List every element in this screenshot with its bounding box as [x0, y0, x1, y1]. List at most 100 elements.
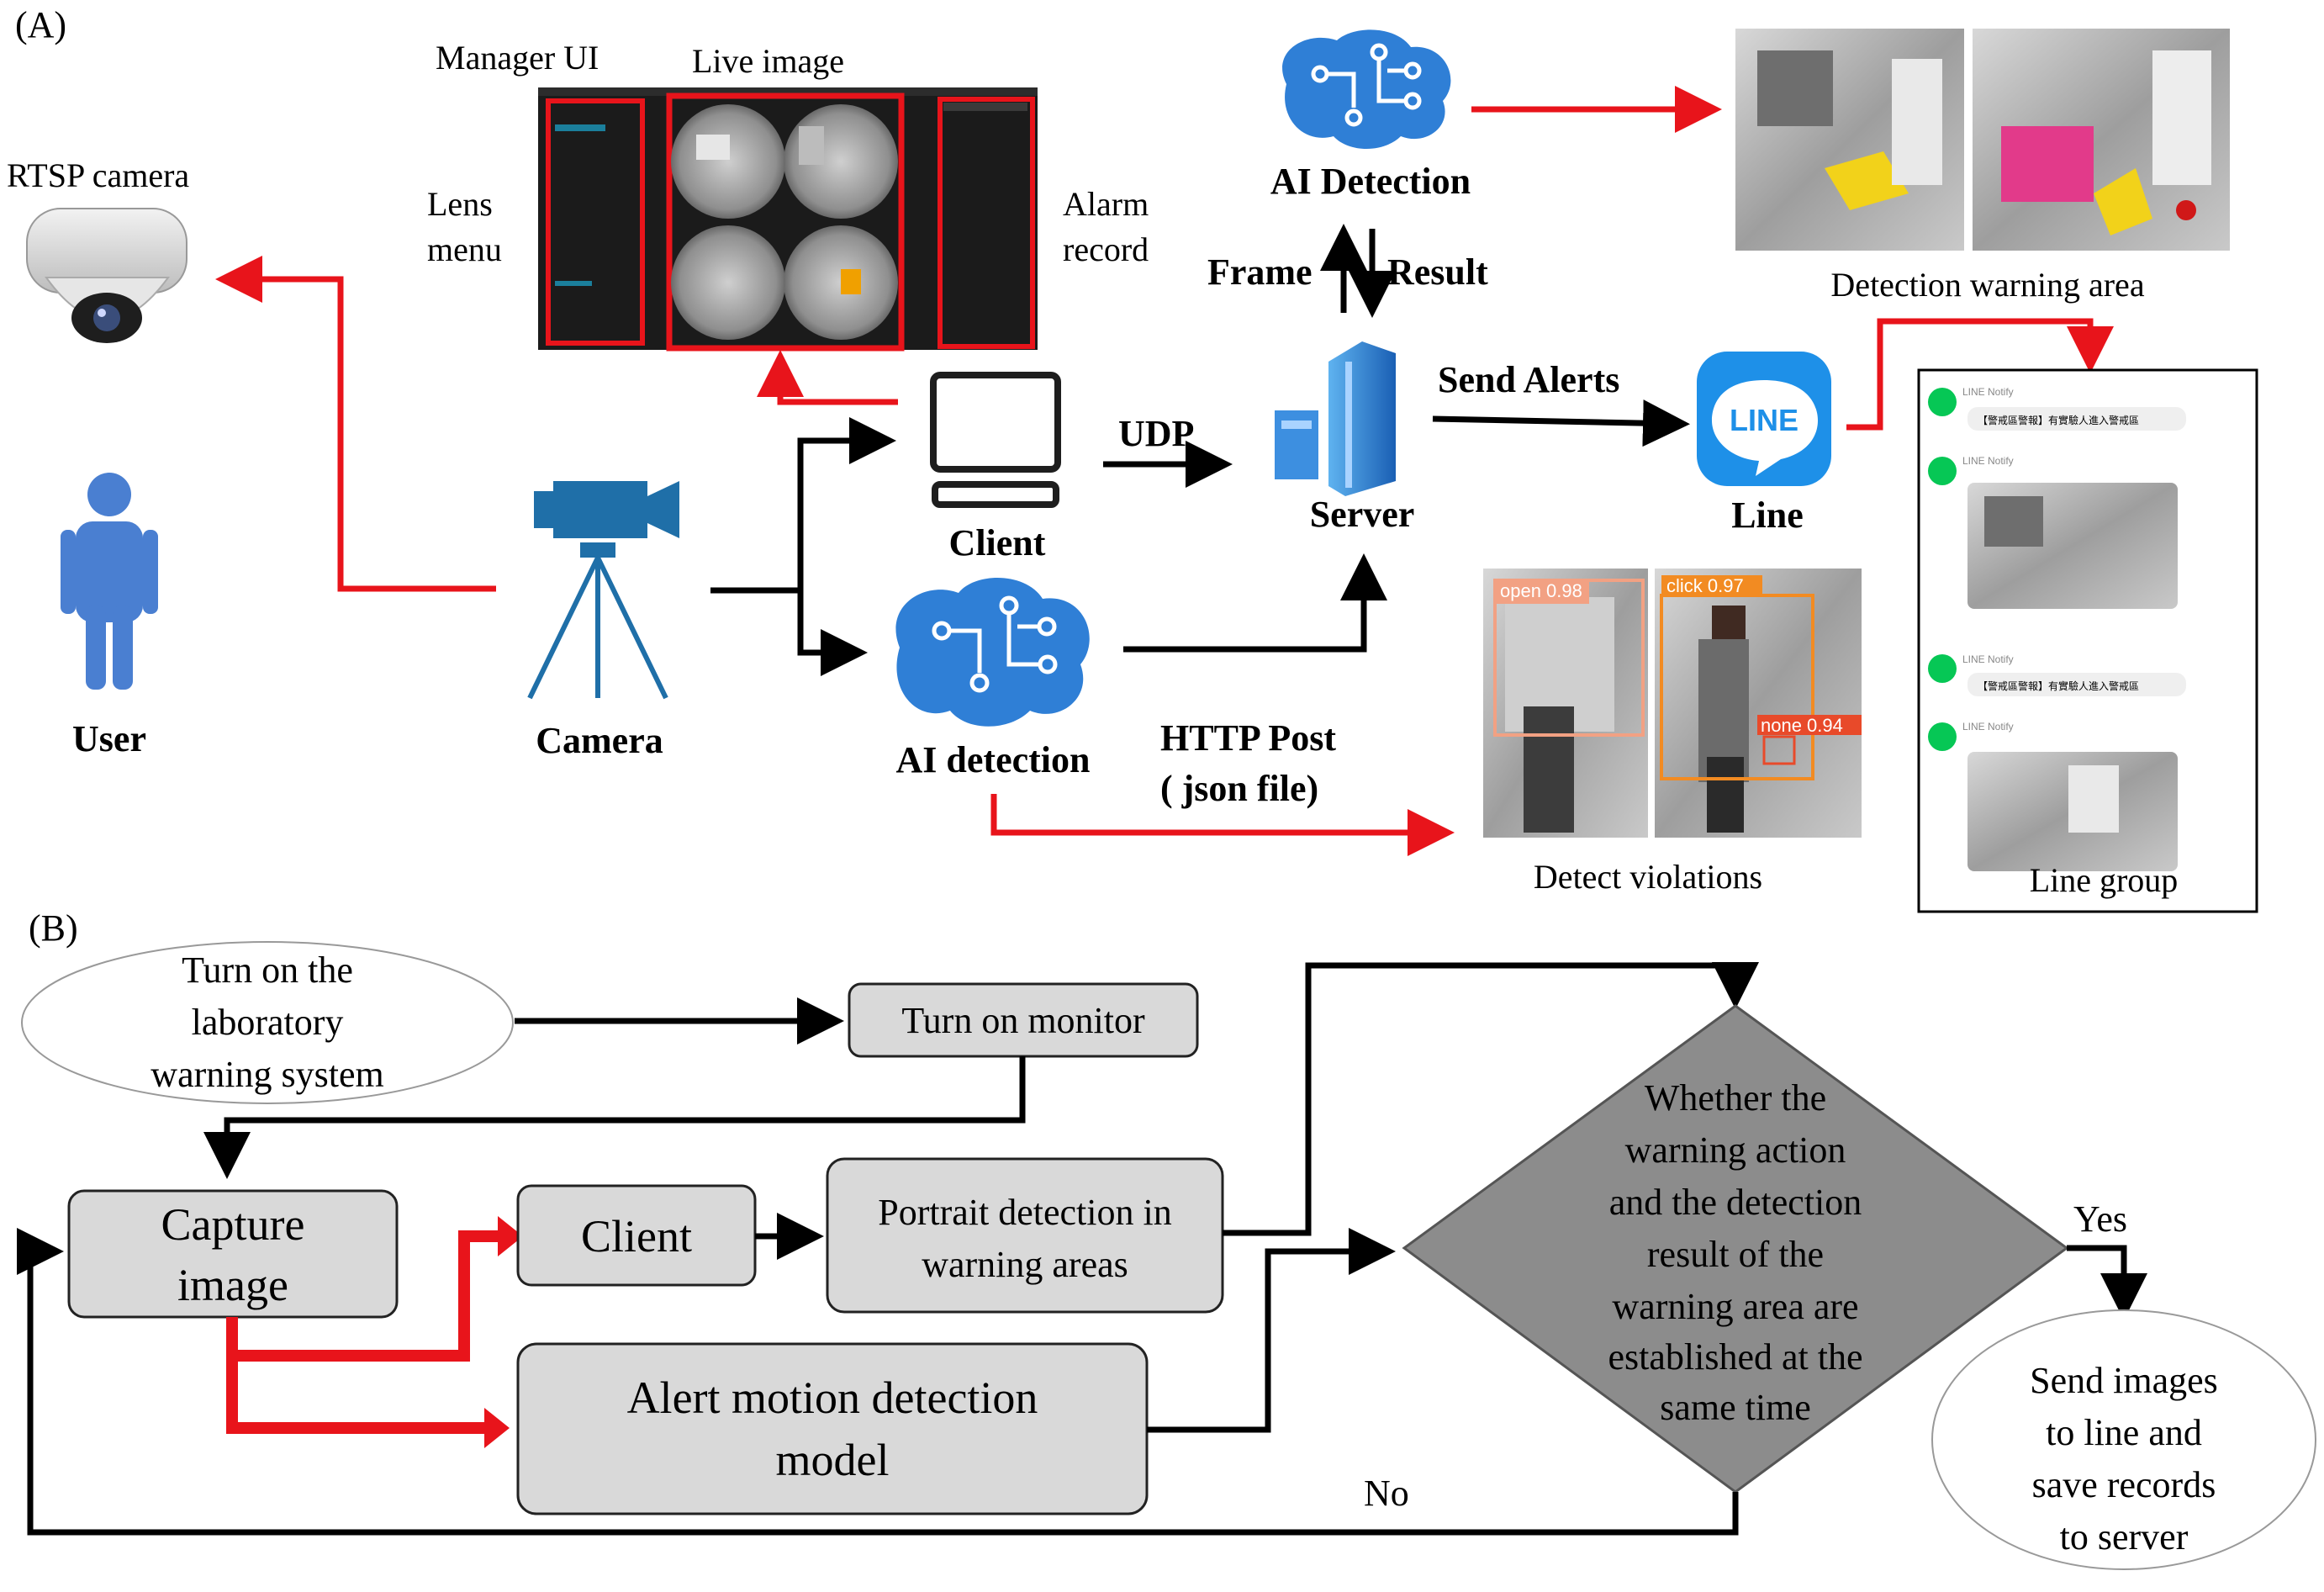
capture-to-alert-arrow	[226, 1356, 488, 1434]
panel-b-label: (B)	[29, 907, 78, 949]
line-to-group-arrow	[1846, 318, 2114, 431]
detect-violations-label: Detect violations	[1534, 858, 1762, 896]
line-message-1: 【警戒區警報】有實驗人進入警戒區	[1978, 414, 2139, 426]
lens-menu-box	[546, 98, 645, 346]
yes-label: Yes	[2073, 1198, 2127, 1240]
manager-ui-screenshot	[538, 87, 1038, 352]
monitor-to-capture-arrow	[203, 1056, 1026, 1179]
line-notify-3: LINE Notify	[1962, 653, 2014, 665]
line-group-label: Line group	[2030, 861, 2179, 899]
decision-text-7: same time	[1660, 1387, 1811, 1428]
alarm-record-box	[938, 97, 1035, 349]
end-text-2: to line and	[2046, 1412, 2202, 1453]
manager-ui-label: Manager UI	[436, 39, 599, 77]
portrait-detection-box	[826, 1157, 1224, 1314]
alarm-record-label-1: Alarm	[1063, 185, 1149, 223]
dome-camera-icon	[26, 208, 188, 343]
udp-label: UDP	[1118, 413, 1194, 454]
alert-to-decision-arrow	[1147, 1228, 1396, 1433]
lens-menu-label-2: menu	[427, 230, 502, 268]
start-text-3: warning system	[151, 1054, 383, 1095]
bell-icon	[1928, 457, 1957, 485]
decision-text-5: warning area are	[1612, 1286, 1858, 1327]
turn-on-monitor-text: Turn on monitor	[901, 1000, 1145, 1041]
start-text-1: Turn on the	[182, 949, 353, 991]
send-alerts-label: Send Alerts	[1438, 359, 1619, 400]
no-arrow	[17, 1228, 1739, 1536]
alert-motion-box	[516, 1342, 1149, 1515]
alarm-record-label-2: record	[1063, 230, 1149, 268]
capture-to-client-arrow	[226, 1230, 501, 1362]
decision-text-3: and the detection	[1609, 1182, 1862, 1223]
lens-menu-label-1: Lens	[427, 185, 493, 223]
ai-detection-top-label: AI Detection	[1270, 161, 1471, 202]
http-post-label-2: ( json file)	[1160, 768, 1318, 809]
alert-text-2: model	[776, 1435, 890, 1485]
live-image-box	[666, 93, 905, 352]
panel-a-label: (A)	[15, 4, 66, 45]
alert-text-1: Alert motion detection	[627, 1373, 1038, 1423]
bell-icon	[1928, 388, 1957, 416]
decision-text-4: result of the	[1647, 1234, 1824, 1275]
detection-warning-area-label: Detection warning area	[1830, 266, 2144, 304]
portrait-text-2: warning areas	[922, 1244, 1128, 1285]
no-label: No	[1364, 1473, 1409, 1514]
line-logo-icon	[1697, 352, 1831, 486]
result-label: Result	[1387, 251, 1488, 293]
line-logo-text: LINE	[1730, 403, 1798, 437]
camera-to-ai-arrow	[797, 590, 868, 676]
detect-violations-images	[1483, 569, 1862, 838]
bell-icon	[1928, 654, 1957, 683]
camera-to-client-arrow	[710, 417, 896, 594]
decision-text-2: warning action	[1625, 1129, 1846, 1171]
ai-to-violations-arrow	[990, 794, 1455, 856]
capture-to-client-arrowhead	[498, 1216, 523, 1256]
portrait-to-decision-arrow	[1223, 962, 1759, 1236]
computer-icon	[930, 372, 1061, 508]
user-icon	[61, 473, 158, 690]
client-text: Client	[581, 1211, 692, 1261]
line-notify-2: LINE Notify	[1962, 455, 2014, 467]
bell-icon	[1928, 722, 1957, 751]
decision-text-6: established at the	[1608, 1336, 1862, 1378]
det-label-open: open 0.98	[1500, 580, 1582, 601]
http-post-label-1: HTTP Post	[1160, 717, 1336, 759]
frame-label: Frame	[1207, 251, 1313, 293]
detection-warning-area-images	[1735, 29, 2230, 251]
server-label: Server	[1310, 494, 1415, 535]
camera-to-rtsp-arrow	[215, 256, 496, 592]
capture-text-1: Capture	[161, 1199, 305, 1250]
rtsp-camera-label: RTSP camera	[7, 156, 189, 194]
live-image-label: Live image	[692, 42, 844, 80]
capture-text-2: image	[177, 1260, 288, 1310]
ai-detection-lower-label: AI detection	[896, 739, 1091, 780]
line-notify-1: LINE Notify	[1962, 386, 2014, 398]
end-text-1: Send images	[2030, 1360, 2218, 1401]
ai-brain-icon	[895, 578, 1090, 727]
server-icon	[1275, 341, 1396, 496]
line-notify-4: LINE Notify	[1962, 721, 2014, 733]
client-label: Client	[949, 522, 1046, 563]
ai-brain-icon	[1282, 29, 1451, 149]
line-message-2: 【警戒區警報】有實驗人進入警戒區	[1978, 680, 2139, 692]
send-alerts-arrow	[1432, 399, 1690, 447]
decision-text-1: Whether the	[1645, 1077, 1826, 1119]
ai-to-server-arrow	[1123, 553, 1387, 653]
det-label-none: none 0.94	[1761, 715, 1843, 736]
start-ellipse	[21, 941, 514, 1104]
end-text-4: to server	[2060, 1516, 2189, 1558]
camera-label: Camera	[536, 720, 663, 761]
line-label: Line	[1731, 495, 1804, 536]
capture-to-alert-arrowhead	[484, 1408, 510, 1448]
tripod-camera-icon	[527, 481, 679, 700]
client-to-ui-arrow	[757, 350, 898, 405]
user-label: User	[72, 718, 146, 759]
det-label-click: click 0.97	[1666, 575, 1744, 596]
start-text-2: laboratory	[192, 1002, 344, 1043]
end-ellipse	[1931, 1309, 2316, 1570]
end-text-3: save records	[2032, 1464, 2216, 1505]
line-group-screenshot	[1917, 368, 2258, 913]
yes-arrow	[2067, 1245, 2147, 1320]
